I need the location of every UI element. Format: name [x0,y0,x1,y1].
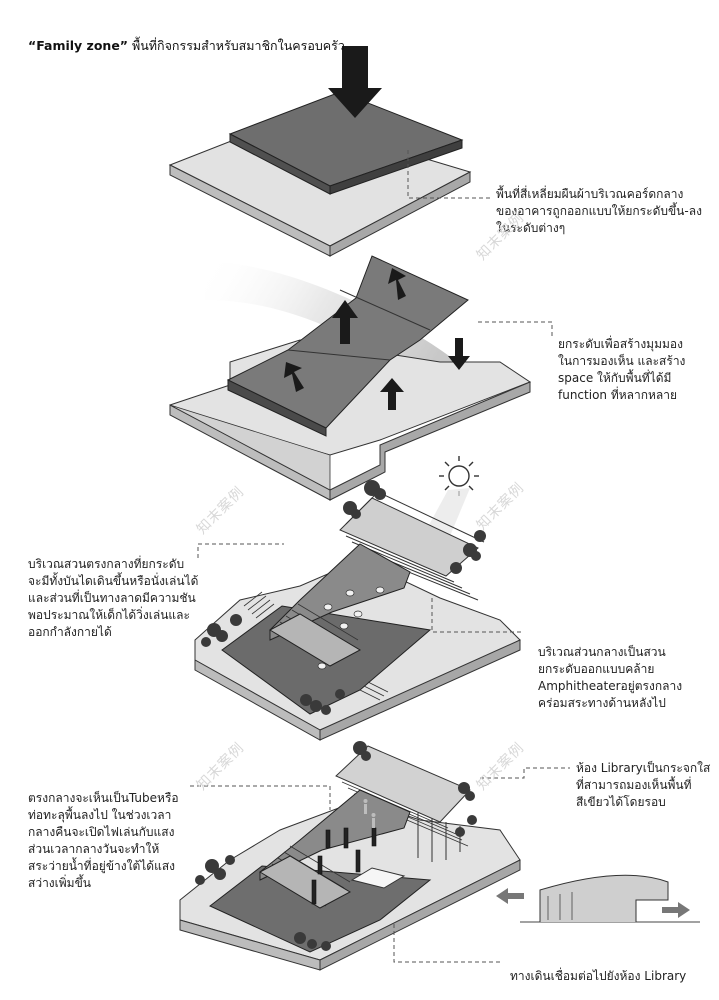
level2-diagram [169,255,553,501]
level4-diagram [179,741,570,971]
central-ramp [268,543,411,667]
note-level1: พื้นที่สี่เหลี่ยมผืนผ้าบริเวณคอร์ดกลาง ข… [496,187,702,235]
tree-icon-4 [195,741,477,951]
down-arrow-icon [328,46,382,118]
leader-line-1 [407,150,490,199]
note-level3-right: บริเวณส่วนกลางเป็นสวน ยกระดับออกแบบคล้าย… [538,645,683,710]
note-walkway: ทางเดินเชื่อมต่อไปยังห้อง Library [510,969,687,983]
amphitheater-terraces [339,491,485,601]
level4-pool [209,865,432,953]
note-level4-left: ตรงกลางจะเห็นเป็นTubeหรือ ท่อทะลุพื้นลงไ… [28,791,179,890]
stair-steps [243,591,389,701]
title-zone-name: “Family zone” [28,38,129,53]
central-white-box [350,867,406,889]
leader-line-3 [197,543,284,558]
level1-raised-slab [228,91,464,195]
note-level2: ยกระดับเพื่อสร้างมุมมอง ในการมองเห็น และ… [558,337,686,402]
central-ramp-4 [258,789,411,909]
page-title: “Family zone” พื้นที่กิจกรรมสำหรับสมาชิก… [28,36,345,56]
right-arrow-icon [662,902,690,918]
person-icon [363,799,376,828]
level3-diagram [194,480,524,741]
leader-line-5 [190,785,331,810]
leader-line-2 [478,321,553,338]
title-description: พื้นที่กิจกรรมสำหรับสมาชิกในครอบครัว [128,38,345,53]
tree-icon [201,480,486,715]
diagonal-up-arrow-icon [284,268,406,392]
note-library: ห้อง Libraryเป็นกระจกใส ที่สามารถมองเห็น… [576,761,711,809]
note-level3-left: บริเวณสวนตรงกลางที่ยกระดับ จะมีทั้งบันได… [28,557,199,639]
leader-line-7 [393,924,500,963]
up-arrow-icon [332,300,404,410]
leader-line-6 [480,767,570,779]
down-arrow-small-icon [448,338,470,370]
ramp-openings [317,586,385,670]
library-section-sketch [496,874,700,923]
level1-diagram [168,46,490,257]
left-arrow-icon [496,888,524,904]
tube-icon [311,827,377,905]
